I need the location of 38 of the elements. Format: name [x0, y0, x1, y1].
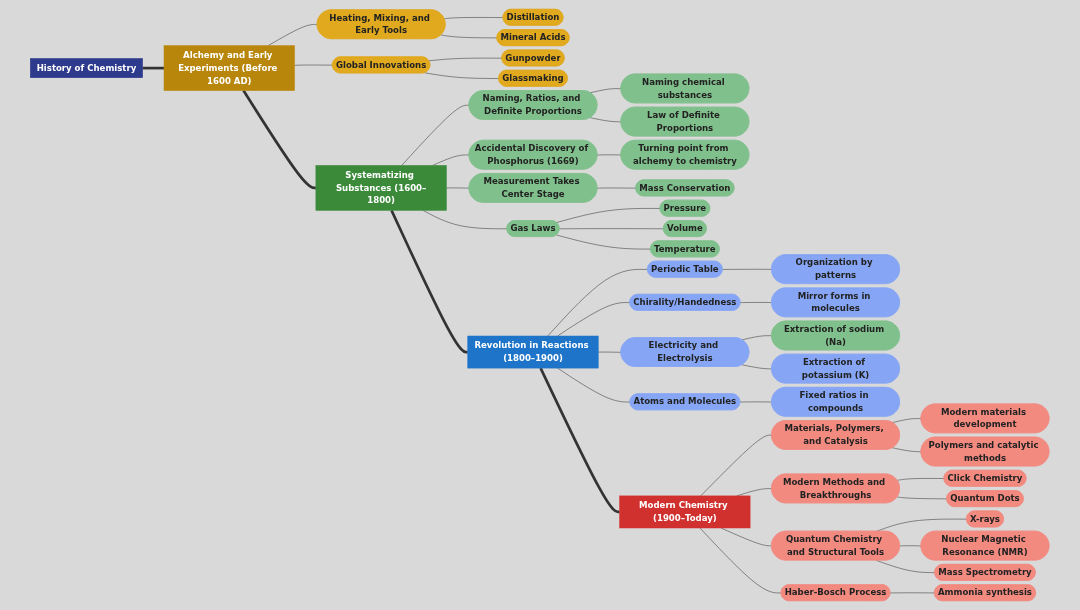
node-box: Alchemy and Early Experiments (Before 1600 AD)	[164, 45, 296, 91]
connector	[556, 234, 652, 250]
connector	[559, 228, 665, 230]
node-box: Modern Chemistry (1900–Today)	[619, 495, 751, 529]
connector	[742, 335, 773, 341]
connector	[556, 208, 661, 223]
node-box: History of Chemistry	[30, 58, 144, 78]
connector	[721, 527, 773, 547]
connector	[441, 34, 498, 39]
connector	[557, 302, 631, 337]
connector	[590, 88, 622, 94]
node-box: Systematizing Substances (1600–1800)	[316, 165, 447, 211]
connector	[432, 154, 470, 166]
connector	[446, 187, 470, 189]
connector	[424, 72, 500, 79]
connector	[539, 367, 621, 514]
connector	[268, 24, 318, 46]
connector	[242, 89, 317, 190]
connector	[897, 478, 945, 481]
connector	[557, 367, 631, 403]
connector	[722, 269, 773, 270]
connector	[401, 104, 470, 166]
connector	[892, 418, 922, 423]
connector	[143, 66, 165, 70]
connector	[700, 434, 773, 497]
connector	[876, 518, 968, 532]
connector	[444, 17, 504, 20]
connector	[547, 269, 649, 337]
connector	[742, 364, 773, 370]
connector	[897, 496, 948, 500]
connector	[423, 210, 508, 230]
connector	[740, 302, 773, 303]
connector	[700, 527, 782, 594]
connector	[428, 57, 503, 62]
node-box: Revolution in Reactions (1800–1900)	[467, 335, 599, 369]
connector	[590, 117, 622, 123]
connector	[892, 447, 922, 453]
connector	[390, 209, 469, 354]
